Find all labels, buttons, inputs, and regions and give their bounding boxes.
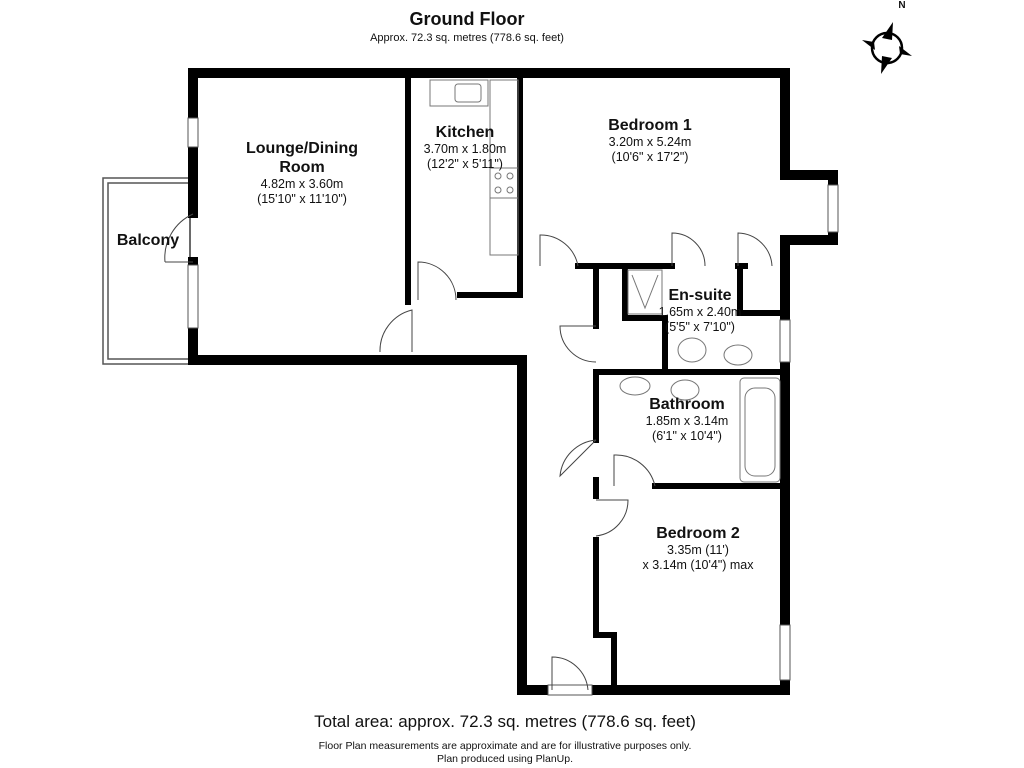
disclaimer-line: Floor Plan measurements are approximate … [318, 740, 692, 752]
room-bathroom: Bathroom 1.85m x 3.14m (6'1" x 10'4") [646, 395, 729, 444]
room-lounge-dining: Lounge/Dining Room 4.82m x 3.60m (15'10"… [246, 139, 358, 207]
room-kitchen: Kitchen 3.70m x 1.80m (12'2" x 5'11") [424, 123, 507, 172]
room-dim-metric: 3.35m (11') [667, 543, 729, 557]
room-name: Lounge/Dining [246, 140, 358, 157]
room-dim-metric: 1.65m x 2.40m [658, 305, 742, 319]
windows [187, 117, 839, 696]
room-name: Bathroom [649, 396, 725, 413]
disclaimer-line: Plan produced using PlanUp. [436, 753, 573, 765]
disclaimer: Floor Plan measurements are approximate … [319, 740, 692, 766]
room-name: Bedroom 2 [656, 525, 740, 542]
floor-area-subtitle: Approx. 72.3 sq. metres (778.6 sq. feet) [370, 32, 564, 44]
room-bedroom-2: Bedroom 2 3.35m (11') x 3.14m (10'4") ma… [642, 524, 753, 573]
compass-north-label: N [898, 0, 906, 11]
balcony-outline [102, 177, 191, 365]
room-bedroom-1: Bedroom 1 3.20m x 5.24m (10'6" x 17'2") [608, 116, 692, 165]
room-dim-imperial: (12'2" x 5'11") [427, 157, 503, 171]
doors [164, 213, 773, 691]
room-dim-metric: 3.70m x 1.80m [423, 142, 507, 156]
room-dim-imperial: x 3.14m (10'4") max [642, 558, 754, 572]
room-dim-imperial: (10'6" x 17'2") [611, 150, 689, 164]
total-area: Total area: approx. 72.3 sq. metres (778… [314, 712, 696, 731]
walls [188, 68, 838, 695]
room-en-suite: En-suite 1.65m x 2.40m (5'5" x 7'10") [659, 286, 742, 335]
room-name: Bedroom 1 [608, 117, 692, 134]
fixtures [429, 79, 781, 483]
room-name: En-suite [668, 287, 732, 304]
floor-title: Ground Floor [409, 9, 525, 29]
compass-icon [862, 22, 912, 74]
room-name: Room [279, 159, 325, 176]
room-dim-metric: 1.85m x 3.14m [645, 414, 729, 428]
room-dim-imperial: (15'10" x 11'10") [257, 192, 347, 206]
room-dim-imperial: (5'5" x 7'10") [665, 320, 735, 334]
room-name: Kitchen [435, 124, 495, 141]
room-dim-metric: 3.20m x 5.24m [608, 135, 692, 149]
room-dim-metric: 4.82m x 3.60m [260, 177, 344, 191]
room-balcony: Balcony [116, 232, 180, 249]
room-dim-imperial: (6'1" x 10'4") [652, 429, 722, 443]
